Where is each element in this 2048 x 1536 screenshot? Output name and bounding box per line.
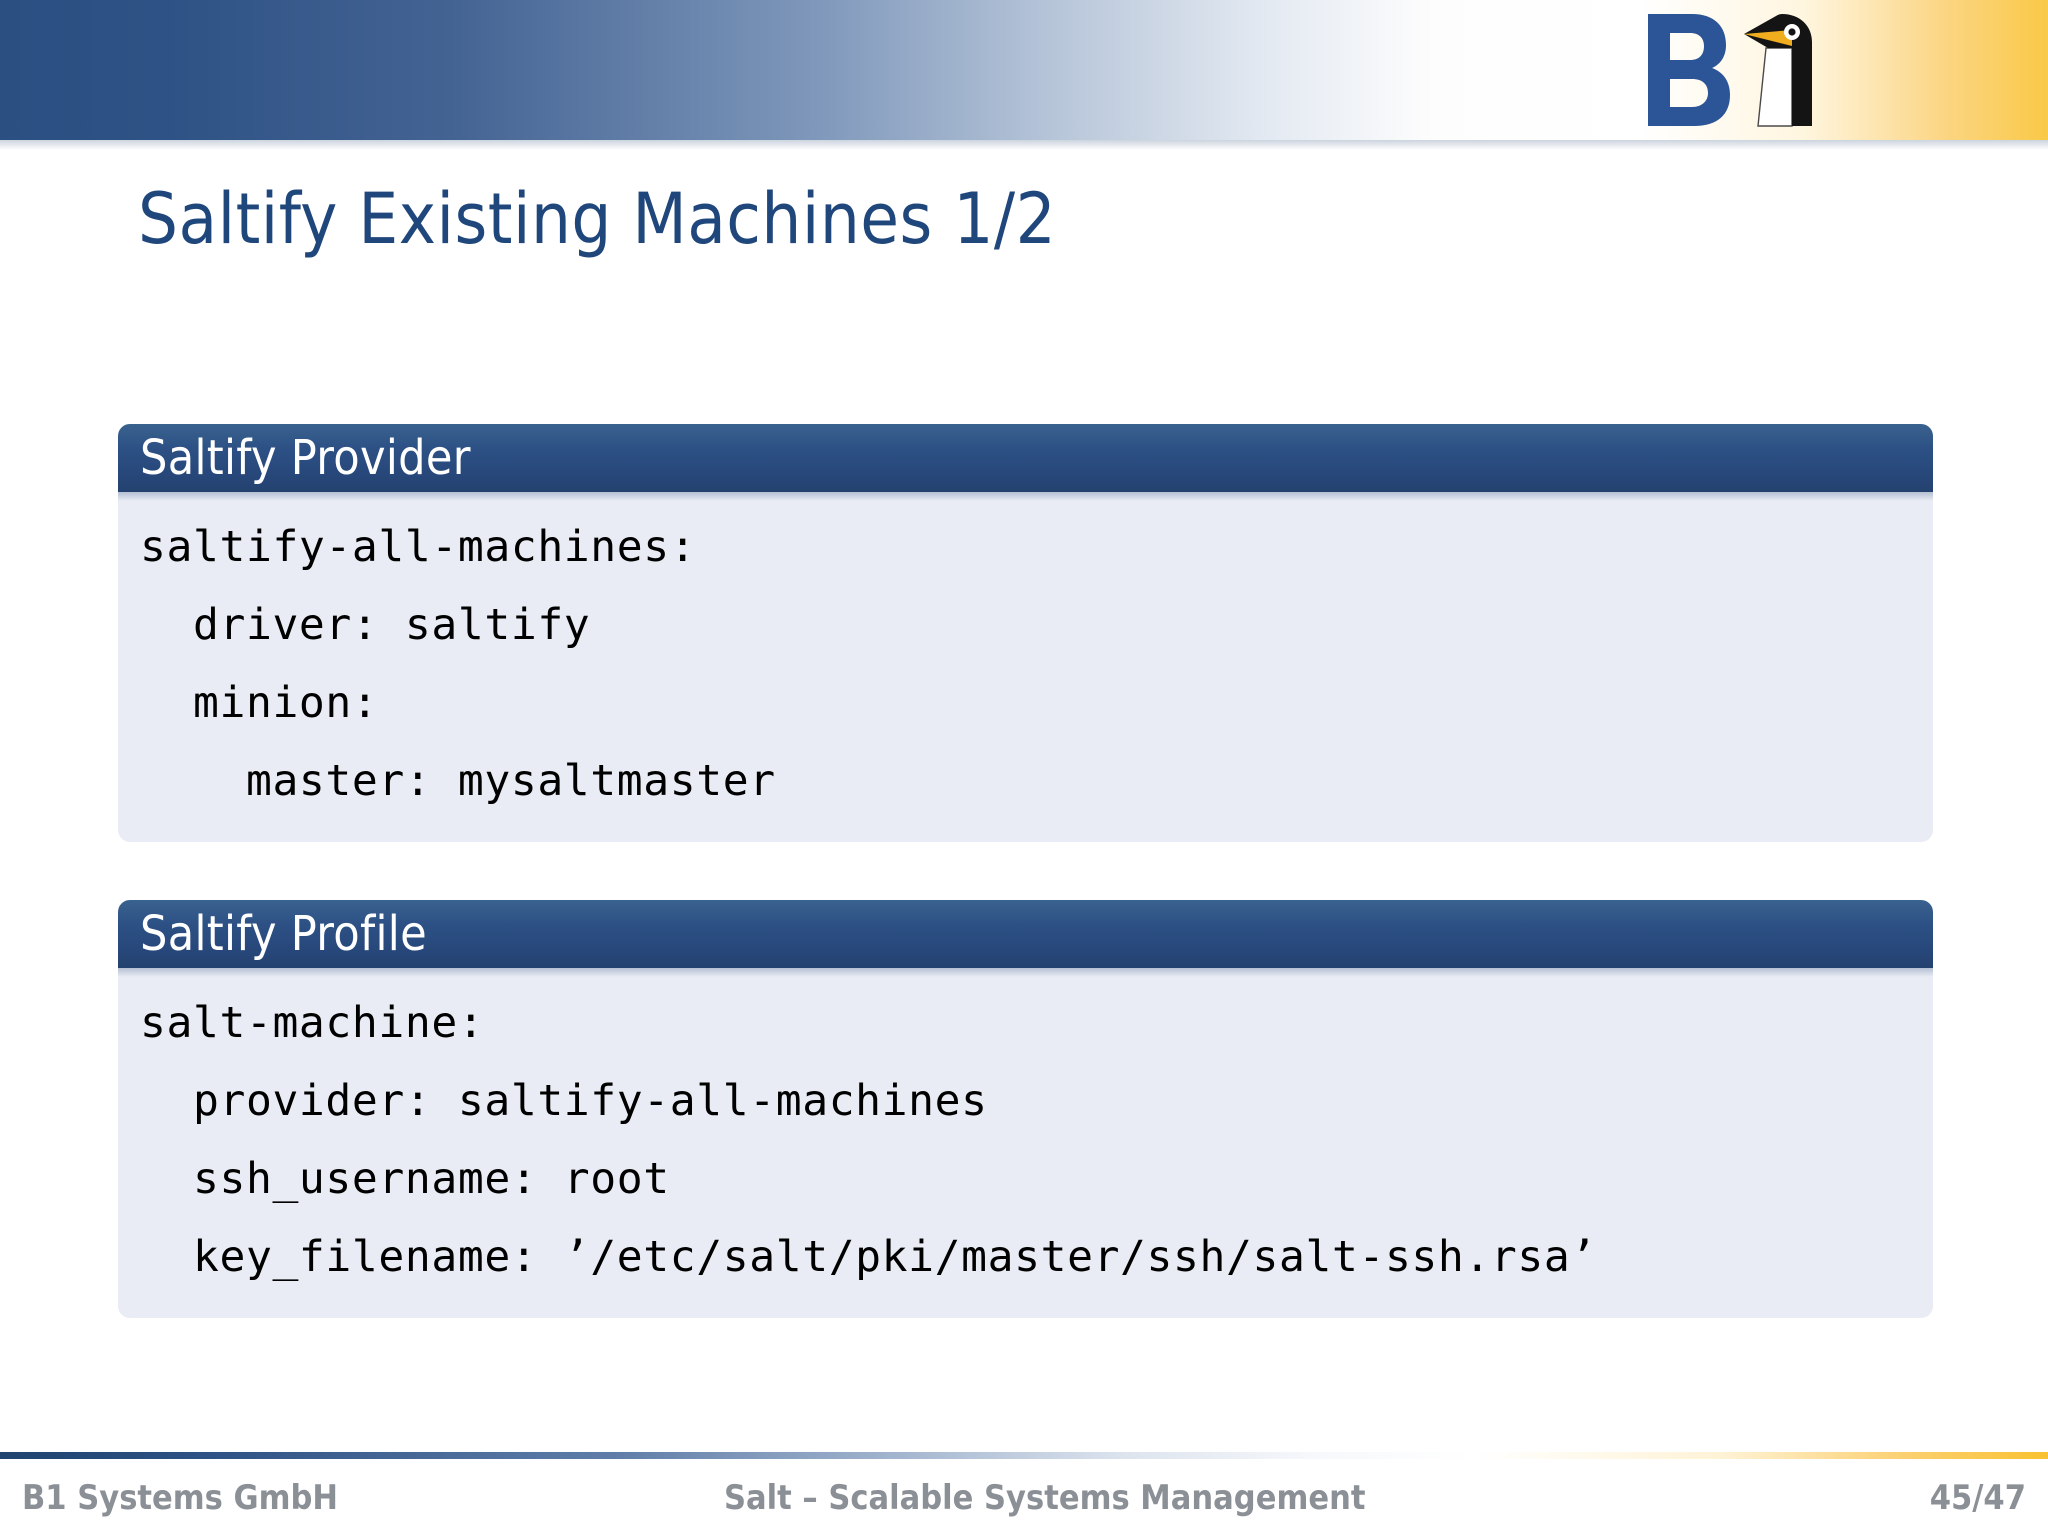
penguin-body-white	[1757, 47, 1793, 127]
b1-penguin-logo	[1640, 8, 1840, 132]
code-line: key_filename: ’/etc/salt/pki/master/ssh/…	[140, 1232, 1597, 1282]
code-line: master: mysaltmaster	[140, 756, 776, 806]
penguin-head-black	[1744, 14, 1812, 126]
block-title-saltify-profile: Saltify Profile	[118, 900, 1933, 968]
logo-letter-b	[1648, 14, 1730, 126]
footer-talk-title: Salt – Scalable Systems Management	[724, 1478, 1366, 1518]
block-title-saltify-provider: Saltify Provider	[118, 424, 1933, 492]
block-saltify-profile: Saltify Profile salt-machine: provider: …	[118, 900, 1933, 1318]
penguin-eye-pupil	[1788, 28, 1796, 36]
code-line: ssh_username: root	[140, 1154, 670, 1204]
code-line: saltify-all-machines:	[140, 522, 697, 572]
footer-company: B1 Systems GmbH	[22, 1478, 338, 1518]
header-band-shadow	[0, 140, 2048, 150]
code-line: provider: saltify-all-machines	[140, 1076, 988, 1126]
page-title: Saltify Existing Machines 1/2	[138, 178, 1057, 260]
code-line: driver: saltify	[140, 600, 591, 650]
footer: B1 Systems GmbH Salt – Scalable Systems …	[0, 1478, 2048, 1536]
block-body-saltify-profile: salt-machine: provider: saltify-all-mach…	[118, 968, 1933, 1318]
footer-rule	[0, 1452, 2048, 1459]
block-body-saltify-provider: saltify-all-machines: driver: saltify mi…	[118, 492, 1933, 842]
code-line: minion:	[140, 678, 379, 728]
footer-page-number: 45/47	[1929, 1478, 2026, 1518]
code-line: salt-machine:	[140, 998, 485, 1048]
penguin-beak	[1744, 30, 1792, 46]
block-saltify-provider: Saltify Provider saltify-all-machines: d…	[118, 424, 1933, 842]
